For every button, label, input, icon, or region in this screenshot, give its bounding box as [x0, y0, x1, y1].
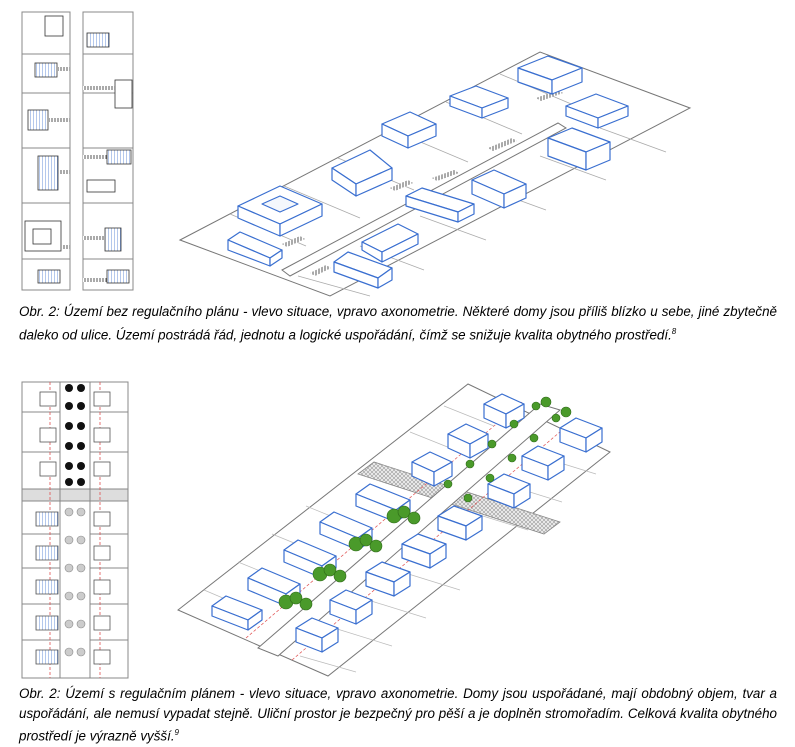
figure-regulated — [21, 381, 611, 679]
site-plan-regulated — [21, 381, 129, 679]
site-plan-houses-regulated — [35, 391, 111, 665]
figure-unregulated — [21, 11, 692, 297]
figure-caption-regulated: Obr. 2: Území s regulačním plánem - vlev… — [19, 686, 777, 744]
footnote-marker: 8 — [671, 326, 677, 336]
footnote-marker: 9 — [174, 728, 179, 737]
axonometry-regulated — [177, 383, 611, 677]
figure-caption-unregulated: Obr. 2: Území bez regulačního plánu - vl… — [19, 304, 777, 342]
site-plan-trees-light — [64, 507, 86, 657]
site-plan-trees-dark — [65, 384, 85, 486]
site-plan-unregulated — [21, 11, 134, 291]
regulation-lines — [49, 382, 101, 678]
site-plan-houses — [24, 15, 133, 284]
axonometry-unregulated — [178, 51, 692, 297]
street-trees — [278, 396, 572, 611]
